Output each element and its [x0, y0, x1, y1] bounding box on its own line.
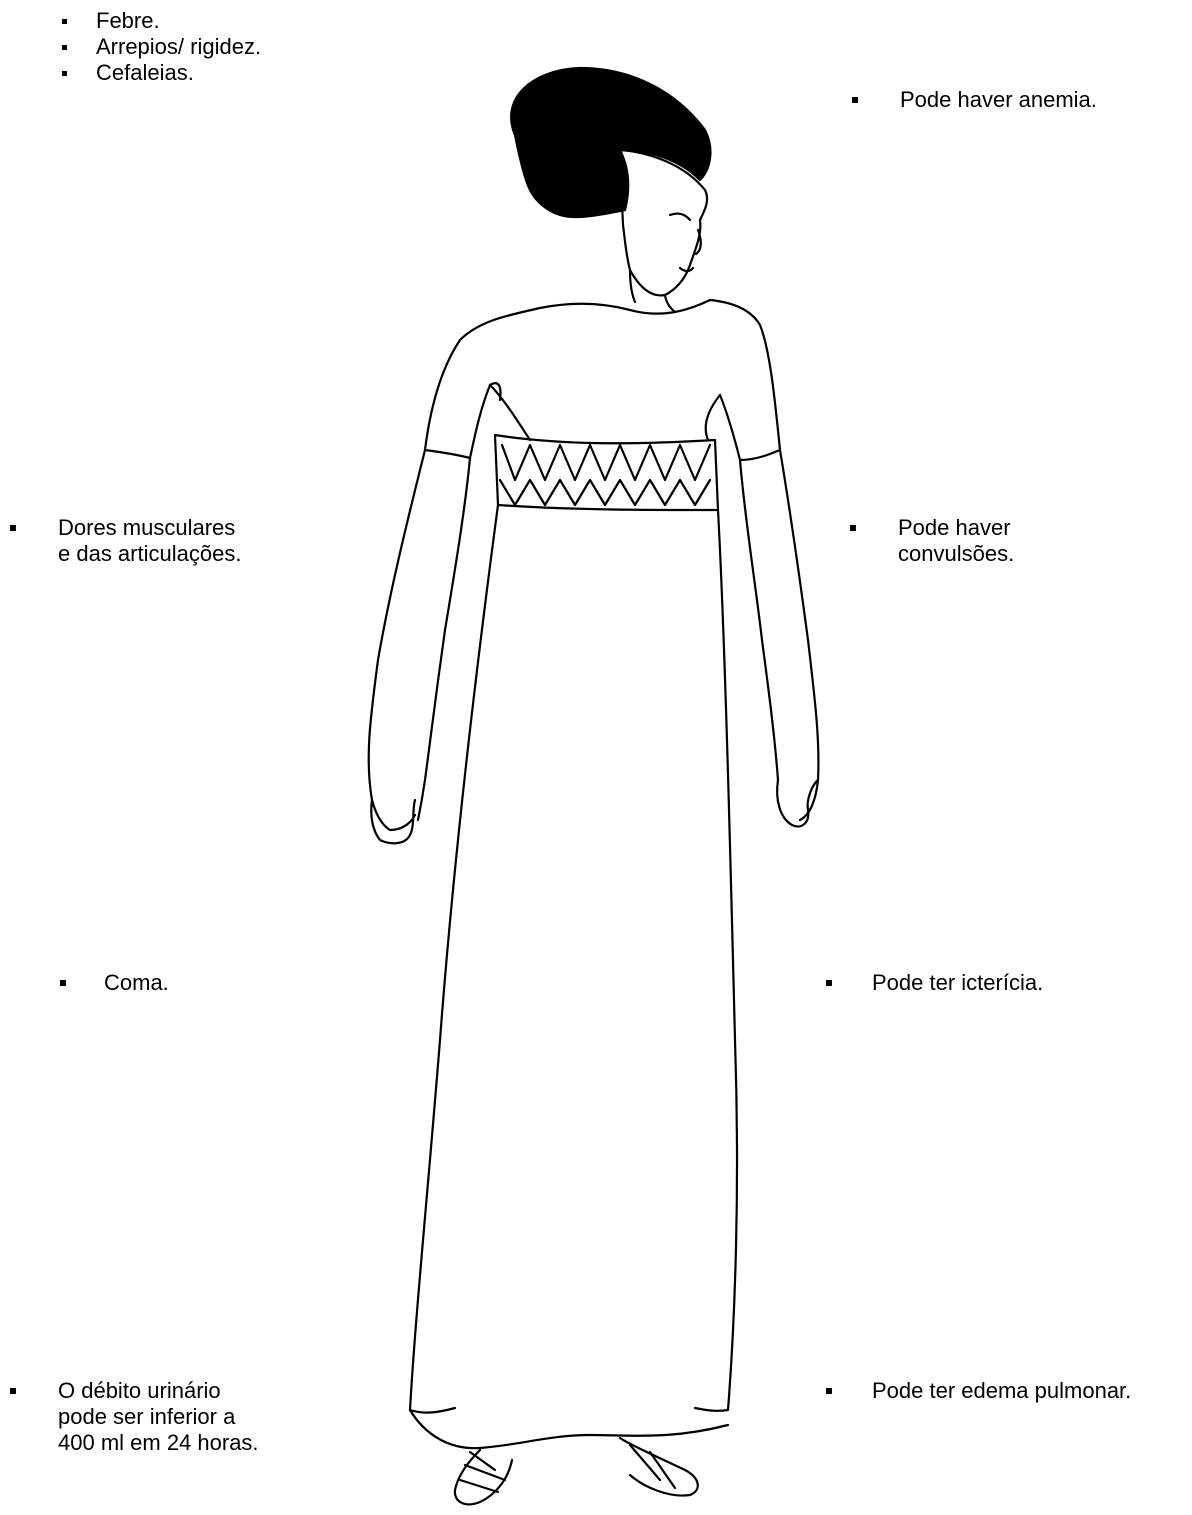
right-hand [777, 780, 818, 827]
symptom-debito: O débito urinário pode ser inferior a 40… [10, 1378, 259, 1456]
symptom-convulsoes: Pode haver convulsões. [850, 515, 1014, 567]
bust [490, 385, 720, 440]
sash-pattern [500, 445, 710, 505]
left-foot [455, 1450, 512, 1504]
symptom-febre: Febre. [62, 8, 160, 34]
symptom-label: Pode ter icterícia. [872, 970, 1043, 996]
right-sleeve [720, 395, 780, 460]
symptom-label: Dores musculares e das articulações. [58, 515, 241, 567]
right-shoulder [710, 300, 780, 450]
symptom-anemia: Pode haver anemia. [852, 87, 1097, 113]
hair-bun [528, 123, 592, 200]
symptom-ictericia: Pode ter icterícia. [826, 970, 1043, 996]
symptom-label: O débito urinário pode ser inferior a 40… [58, 1378, 259, 1456]
skirt-left [410, 505, 498, 1413]
bullet [850, 525, 856, 531]
symptom-coma: Coma. [60, 970, 169, 996]
right-arm-inner [740, 460, 778, 780]
symptom-label: Cefaleias. [96, 60, 194, 86]
bullet [62, 19, 67, 24]
bullet [62, 45, 67, 50]
bullet [10, 525, 16, 531]
symptom-dores: Dores musculares e das articulações. [10, 515, 241, 567]
symptom-edema: Pode ter edema pulmonar. [826, 1378, 1131, 1404]
bullet [62, 71, 67, 76]
symptom-label: Pode ter edema pulmonar. [872, 1378, 1131, 1404]
left-hand [371, 800, 415, 843]
symptom-label: Arrepios/ rigidez. [96, 34, 261, 60]
symptom-cefaleias: Cefaleias. [62, 60, 194, 86]
symptom-label: Pode haver convulsões. [898, 515, 1014, 567]
symptom-label: Febre. [96, 8, 160, 34]
bullet [852, 97, 858, 103]
symptom-arrepios: Arrepios/ rigidez. [62, 34, 261, 60]
neckline [540, 300, 710, 314]
woman-figure-illustration [330, 40, 850, 1510]
symptom-label: Coma. [104, 970, 169, 996]
symptom-label: Pode haver anemia. [900, 87, 1097, 113]
left-sandal [460, 1452, 505, 1492]
hem [410, 1410, 728, 1448]
skirt-right [695, 510, 737, 1411]
left-arm-inner [418, 458, 470, 820]
right-arm [780, 450, 818, 820]
bullet [60, 980, 66, 986]
bullet [10, 1388, 16, 1394]
left-arm [369, 450, 425, 830]
eye [670, 214, 690, 220]
neck-right [665, 295, 675, 312]
mouth [680, 268, 693, 271]
